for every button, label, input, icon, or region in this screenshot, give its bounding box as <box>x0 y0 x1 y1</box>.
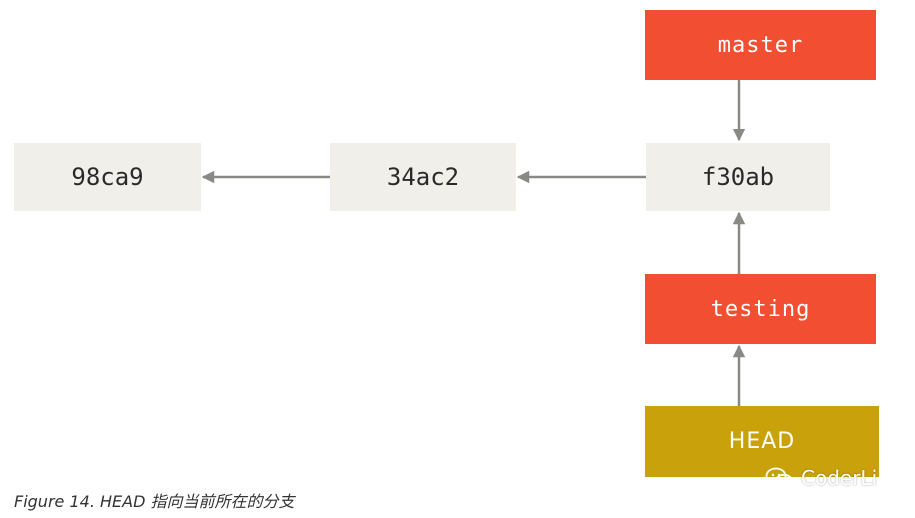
figure-caption: Figure 14. HEAD 指向当前所在的分支 <box>14 492 295 511</box>
branch-master: master <box>645 10 876 80</box>
commit-label: f30ab <box>701 163 775 191</box>
head-label: HEAD <box>728 429 796 454</box>
commit-label: 34ac2 <box>386 163 460 191</box>
branch-label: master <box>717 32 804 58</box>
watermark: CoderLi <box>765 466 877 490</box>
commit-label: 98ca9 <box>71 163 144 191</box>
head-pointer: HEAD <box>645 406 879 477</box>
branch-testing: testing <box>645 274 876 344</box>
watermark-text: CoderLi <box>801 466 878 490</box>
commit-34ac2: 34ac2 <box>330 143 516 211</box>
branch-label: testing <box>710 296 811 322</box>
commit-f30ab: f30ab <box>646 143 830 211</box>
commit-98ca9: 98ca9 <box>14 143 201 211</box>
wechat-icon <box>765 467 793 489</box>
